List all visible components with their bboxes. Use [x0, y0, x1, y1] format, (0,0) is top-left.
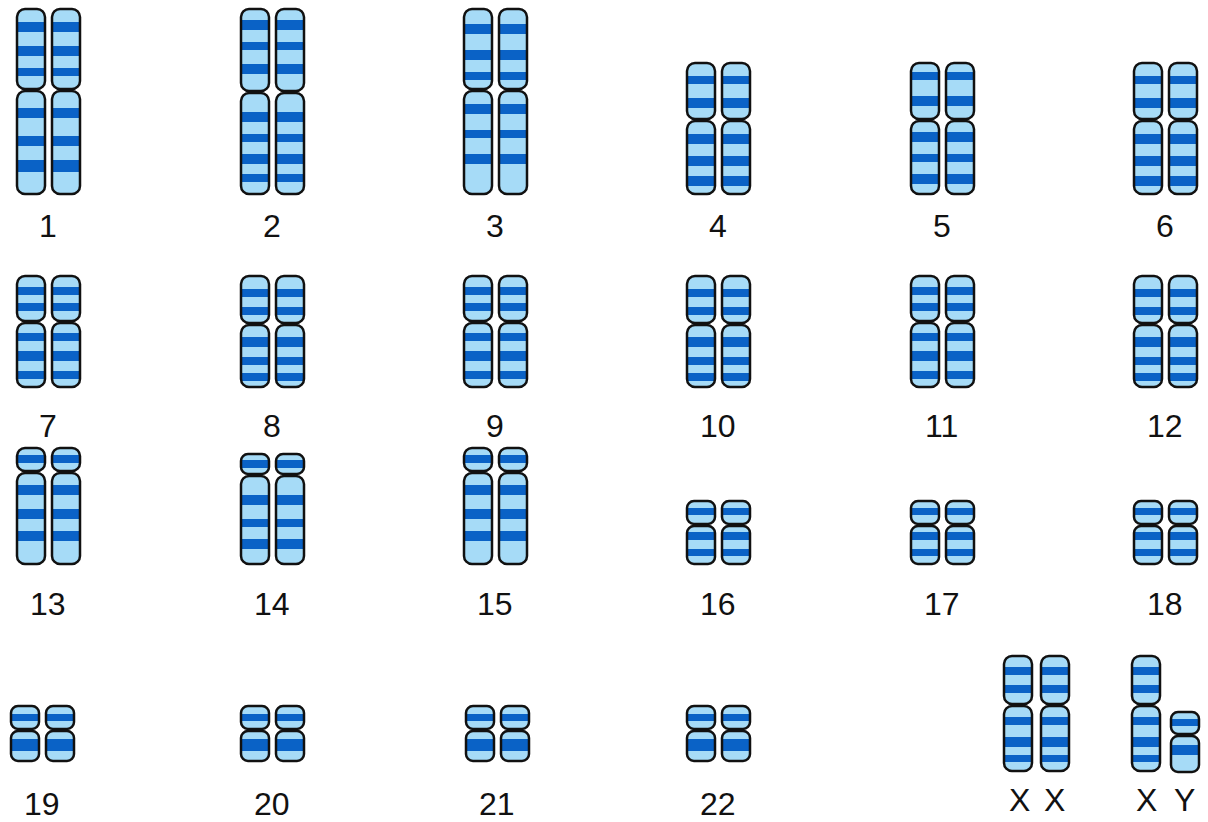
y-chromosome — [1171, 712, 1199, 772]
chromosome-label: 4 — [709, 208, 727, 244]
chromosome — [722, 706, 750, 761]
chromosome — [11, 706, 39, 761]
chromosome-label: X — [1044, 782, 1065, 818]
chromosome — [241, 9, 269, 194]
chromosome-label: 3 — [486, 208, 504, 244]
chromosome — [241, 454, 269, 564]
chromosome — [501, 706, 529, 761]
chromosome-label: 7 — [39, 408, 57, 444]
chromosome-label: 12 — [1147, 408, 1183, 444]
chromosome — [722, 501, 750, 564]
chromosome-label: 18 — [1147, 586, 1183, 622]
chromosome-label: 17 — [924, 586, 960, 622]
chromosome — [499, 276, 527, 387]
chromosome — [464, 448, 492, 564]
chromosome — [241, 706, 269, 761]
chromosome — [687, 63, 715, 194]
chromosome — [1169, 63, 1197, 194]
chromosome — [1169, 501, 1197, 564]
chromosome-label: 13 — [30, 586, 66, 622]
chromosome — [687, 706, 715, 761]
chromosome-label: 11 — [925, 408, 958, 444]
chromosome — [17, 276, 45, 387]
chromosome — [946, 63, 974, 194]
chromosome — [464, 276, 492, 387]
chromosome — [276, 706, 304, 761]
chromosome — [52, 276, 80, 387]
chromosome — [946, 276, 974, 387]
chromosome-row-2 — [17, 276, 1197, 387]
chromosome — [276, 9, 304, 194]
chromosome — [911, 276, 939, 387]
chromosome — [1134, 63, 1162, 194]
chromosome — [46, 706, 74, 761]
chromosome-label: 6 — [1156, 208, 1174, 244]
x-chromosome — [1132, 656, 1160, 771]
chromosome — [499, 9, 527, 194]
chromosome — [722, 276, 750, 387]
chromosome-label: 5 — [933, 208, 951, 244]
chromosome-row-3 — [17, 448, 1197, 564]
chromosome-label: X — [1136, 782, 1157, 818]
chromosome-label: 1 — [39, 208, 57, 244]
chromosome-label: 2 — [263, 208, 281, 244]
chromosome-label: 9 — [486, 408, 504, 444]
chromosome-label: 16 — [700, 586, 736, 622]
chromosome — [687, 276, 715, 387]
chromosome — [1134, 276, 1162, 387]
chromosome — [687, 501, 715, 564]
chromosome — [911, 63, 939, 194]
chromosome-label: 10 — [700, 408, 736, 444]
chromosome — [52, 9, 80, 194]
chromosome-label: 21 — [479, 786, 515, 822]
chromosome-label: 8 — [263, 408, 281, 444]
chromosome — [17, 448, 45, 564]
chromosome — [52, 448, 80, 564]
chromosome — [466, 706, 494, 761]
chromosome-row-1 — [17, 9, 1197, 194]
chromosome — [1134, 501, 1162, 564]
chromosome — [1169, 276, 1197, 387]
chromosome — [946, 501, 974, 564]
x-chromosome — [1004, 656, 1032, 771]
chromosome-label: 14 — [254, 586, 290, 622]
chromosome-label: 15 — [477, 586, 513, 622]
chromosome — [464, 9, 492, 194]
chromosome-label: 22 — [700, 786, 736, 822]
chromosome — [17, 9, 45, 194]
chromosome — [722, 63, 750, 194]
chromosome — [911, 501, 939, 564]
chromosome — [276, 276, 304, 387]
chromosome — [499, 448, 527, 564]
chromosome-label: 19 — [24, 786, 60, 822]
chromosome-label: Y — [1174, 782, 1195, 818]
x-chromosome — [1041, 656, 1069, 771]
chromosome — [241, 276, 269, 387]
chromosome-row-4 — [11, 656, 1199, 772]
chromosome-label: 20 — [254, 786, 290, 822]
chromosome-label: X — [1009, 782, 1030, 818]
chromosome — [276, 454, 304, 564]
